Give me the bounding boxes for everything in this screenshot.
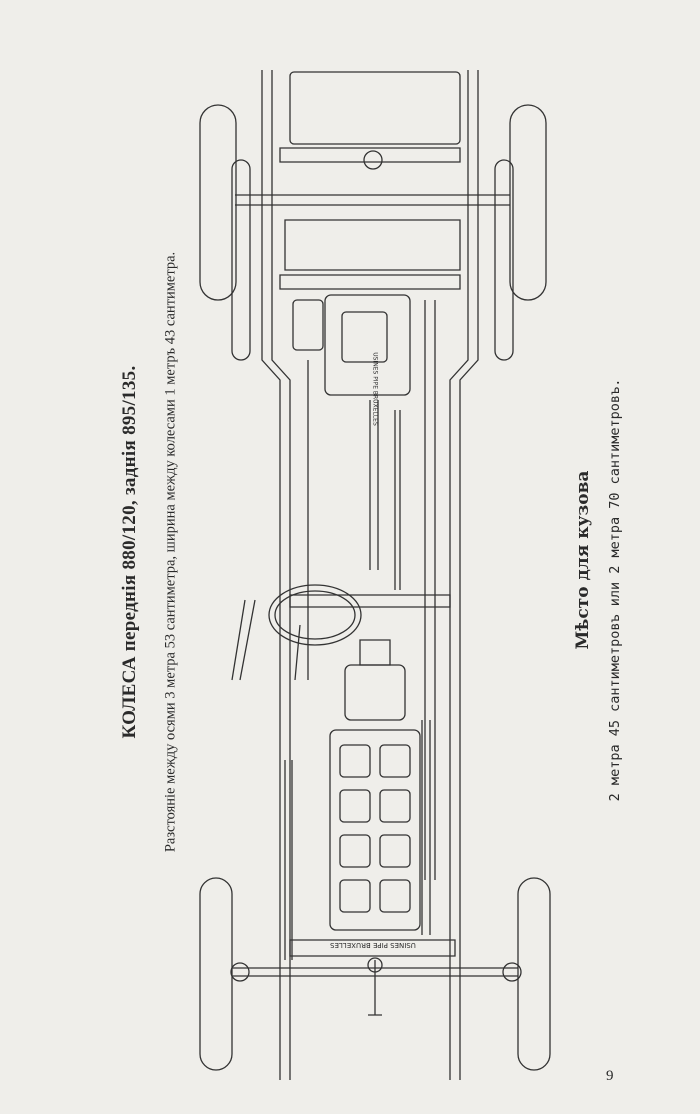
clutch bbox=[360, 640, 390, 665]
water-pipe bbox=[422, 720, 430, 935]
drive-shaft bbox=[370, 400, 400, 590]
wheel-bottom-left bbox=[200, 878, 232, 1070]
steering-wheel bbox=[269, 585, 361, 645]
flywheel bbox=[345, 665, 405, 720]
cross-member bbox=[285, 220, 460, 270]
fuel-tank bbox=[290, 72, 460, 144]
exhaust-pipe bbox=[285, 760, 292, 960]
gearbox-label: USINES PIPE BRUXELLES bbox=[371, 352, 379, 426]
engine-block bbox=[330, 730, 420, 930]
radiator-label: USINES PIPE BRUXELLES bbox=[330, 941, 416, 949]
hub bbox=[231, 963, 249, 981]
control-rod bbox=[308, 300, 435, 880]
rear-axle bbox=[235, 195, 510, 205]
cross-member bbox=[290, 940, 455, 956]
wheel-top-right-inner bbox=[495, 160, 513, 360]
wheel-top-left bbox=[200, 105, 236, 300]
cross-member bbox=[290, 595, 450, 607]
wheel-top-right bbox=[510, 105, 546, 300]
frame-right-rail bbox=[450, 70, 478, 1080]
brake-drum bbox=[293, 300, 323, 350]
page-number: 9 bbox=[606, 1068, 614, 1084]
cross-member bbox=[280, 148, 460, 162]
wheel-bottom-right bbox=[518, 878, 550, 1070]
starting-crank bbox=[368, 960, 382, 1015]
engine-cylinders bbox=[340, 745, 410, 912]
cross-member bbox=[280, 275, 460, 289]
hub bbox=[503, 963, 521, 981]
gearbox bbox=[325, 295, 410, 395]
frame-left-rail bbox=[262, 70, 290, 1080]
steering-wheel-inner bbox=[275, 591, 355, 639]
wheel-top-left-inner bbox=[232, 160, 250, 360]
steering-column bbox=[232, 600, 300, 680]
differential-icon bbox=[364, 151, 382, 169]
gearbox-cover bbox=[342, 312, 387, 362]
crank-hub bbox=[368, 958, 382, 972]
